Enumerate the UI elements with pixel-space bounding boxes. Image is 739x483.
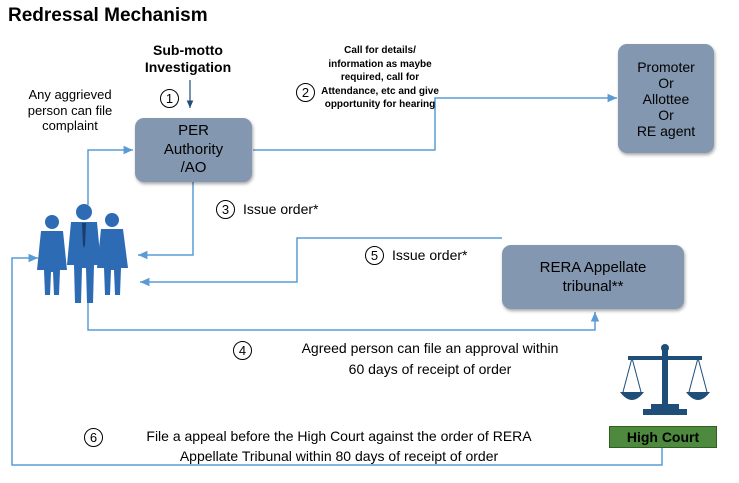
complainant-note: Any aggrieved person can file complaint [27,87,113,134]
step-number-5: 5 [365,246,384,265]
step-number-4: 4 [233,341,252,360]
scales-of-justice-icon [620,344,710,415]
step-4-line1: Agreed person can file an approval withi… [301,340,559,356]
authority-to-promoter-connector [253,93,617,151]
per-authority-box: PER Authority /AO [135,118,252,182]
submotto-line1: Sub-motto [153,42,223,58]
high-court-badge: High Court [609,426,717,448]
promoter-line5: RE agent [636,122,696,139]
step-3-text: Issue order* [243,201,319,217]
step-number-3: 3 [216,200,235,219]
step-4-line2: 60 days of receipt of order [348,360,512,377]
step-4-text: Agreed person can file an approval withi… [250,340,610,378]
promoter-line4: Or [658,106,674,123]
people-group-icon [37,204,128,303]
step-number-1: 1 [160,89,179,108]
step-number-2: 2 [296,83,315,102]
step-6-line1: File a appeal before the High Court agai… [146,428,532,444]
promoter-line3: Allottee [642,90,690,107]
promoter-line1: Promoter [637,58,695,75]
step-6-line2: Appellate Tribunal within 80 days of rec… [179,447,499,464]
appeal-tribunal-connector [87,300,600,331]
tribunal-order-connector [140,237,502,287]
step-number-6: 6 [84,428,103,447]
high-court-connector [11,253,663,466]
per-authority-label: PER Authority /AO [163,121,224,177]
promoter-line2: Or [658,74,674,91]
people-to-authority-connector [87,145,133,205]
step-6-text: File a appeal before the High Court agai… [104,428,574,465]
appellate-tribunal-label: RERA Appellate tribunal** [539,258,647,296]
issue-order-connector [138,182,194,260]
step-5-text: Issue order* [392,247,468,263]
call-note: Call for details/ information as maybe r… [321,45,439,110]
page-title: Redressal Mechanism [8,5,208,26]
submotto-line2: Investigation [144,58,232,75]
appellate-tribunal-box: RERA Appellate tribunal** [502,245,684,309]
promoter-box: Promoter Or Allottee Or RE agent [618,44,714,153]
submotto-label: Sub-motto Investigation [128,42,248,76]
